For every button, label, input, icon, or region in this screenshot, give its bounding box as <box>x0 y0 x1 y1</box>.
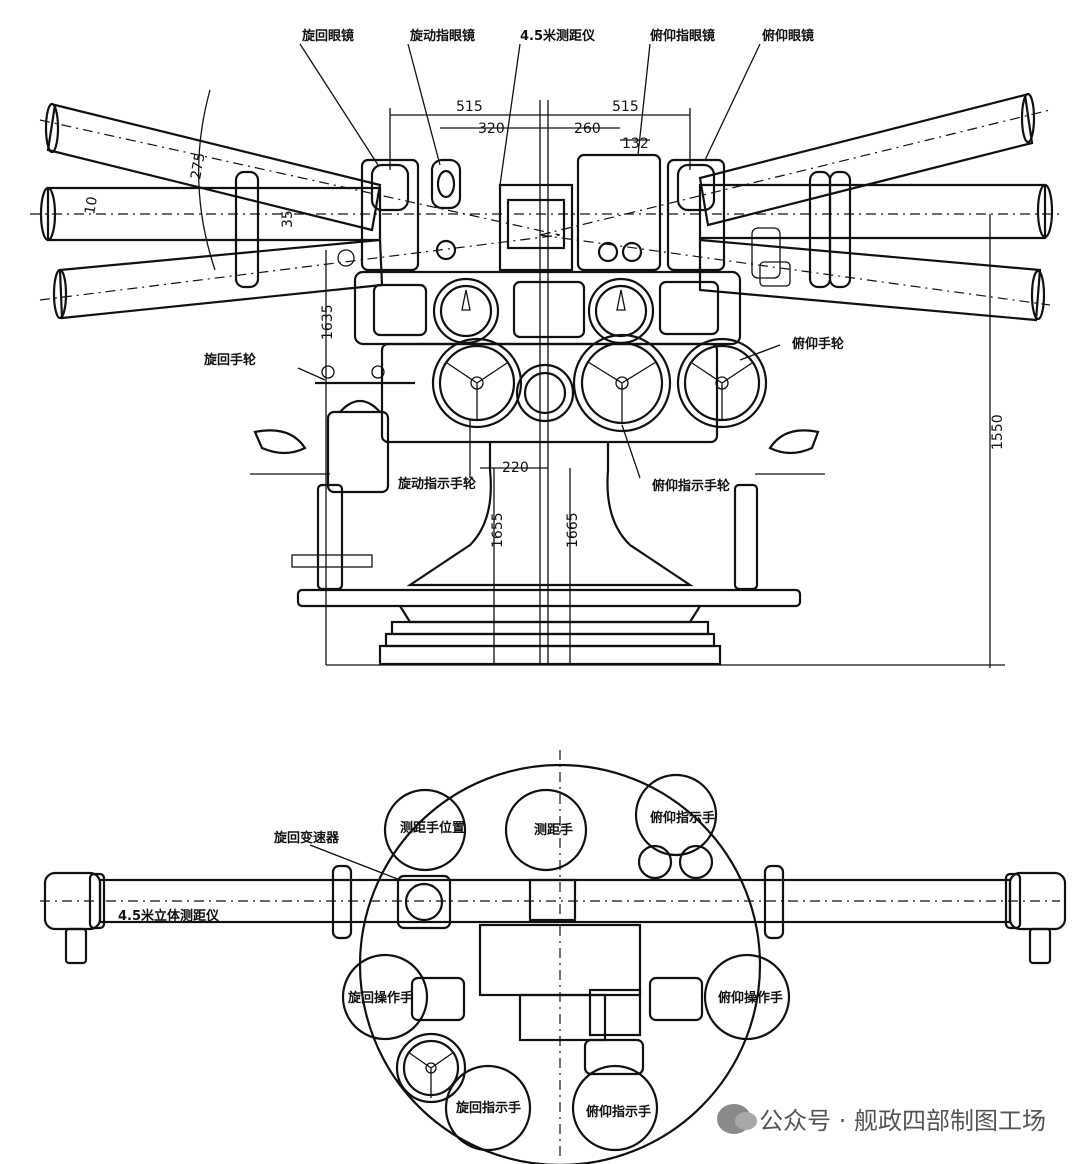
label-traverse-handwheel: 旋回手轮 <box>203 352 256 368</box>
dim-260: 260 <box>574 121 601 137</box>
label-traverse-control: 旋回变速器 <box>273 830 340 846</box>
label-training-pointer-handwheel: 旋动指示手轮 <box>397 476 476 492</box>
dim-1655: 1655 <box>490 512 506 548</box>
plan-view <box>40 750 1067 1164</box>
eyepiece-housings <box>337 153 791 287</box>
label-elevation-pointer-handwheel: 俯仰指示手轮 <box>652 478 730 494</box>
label-traverse-eyepiece: 旋回眼镜 <box>301 28 354 44</box>
label-left-mid-circle: 旋回操作手 <box>347 990 413 1006</box>
front-elevation-view <box>30 43 1060 668</box>
label-rangefinder: 4.5米测距仪 <box>520 28 596 44</box>
dim-132: 132 <box>622 136 649 152</box>
pedestal <box>296 442 802 666</box>
label-left-top-circle: 测距手位置 <box>400 820 465 836</box>
tube-axis-lines <box>30 109 1060 306</box>
label-bottom-left-circle: 旋回指示手 <box>455 1100 521 1116</box>
label-right-mid-circle: 俯仰操作手 <box>718 990 783 1006</box>
dim-1635: 1635 <box>320 304 336 340</box>
label-leaders <box>297 43 781 479</box>
watermark-text: 公众号 · 舰政四部制图工场 <box>759 1107 1046 1135</box>
left-control-assembly <box>250 365 825 591</box>
dim-1665: 1665 <box>565 512 581 548</box>
label-bottom-center-circle: 俯仰指示手 <box>586 1104 651 1120</box>
dim-1550: 1550 <box>990 414 1006 450</box>
dim-275: 275 <box>188 152 208 181</box>
dimension-numbers: 515 515 320 260 132 275 10 35 1635 1550 … <box>82 99 1006 548</box>
label-training-pointer-eyepiece: 旋动指眼镜 <box>409 28 475 44</box>
front-view-labels: 旋回眼镜 旋动指眼镜 4.5米测距仪 俯仰指眼镜 俯仰眼镜 旋回手轮 俯仰手轮 … <box>203 28 844 494</box>
label-elevation-pointer-eyepiece: 俯仰指眼镜 <box>650 28 715 44</box>
dim-220: 220 <box>502 460 529 476</box>
front-handwheels <box>431 333 768 433</box>
label-center-top-circle: 测距手 <box>534 822 573 838</box>
label-right-top-circle: 俯仰指示手 <box>650 810 715 826</box>
watermark: 公众号 · 舰政四部制图工场 <box>717 1101 1046 1136</box>
dim-320: 320 <box>478 121 505 137</box>
wechat-icon <box>717 1103 758 1134</box>
label-elevation-handwheel: 俯仰手轮 <box>792 336 844 352</box>
dim-10: 10 <box>82 195 101 215</box>
dim-515-left: 515 <box>456 99 483 115</box>
label-elevation-eyepiece: 俯仰眼镜 <box>762 28 814 44</box>
dimension-lines <box>198 89 1005 668</box>
plan-view-labels: 旋回变速器 4.5米立体测距仪 测距手位置 测距手 俯仰指示手 旋回操作手 俯仰… <box>118 810 783 1120</box>
dim-515-right: 515 <box>612 99 639 115</box>
label-plan-rangefinder: 4.5米立体测距仪 <box>118 908 220 924</box>
dim-35: 35 <box>280 210 296 228</box>
